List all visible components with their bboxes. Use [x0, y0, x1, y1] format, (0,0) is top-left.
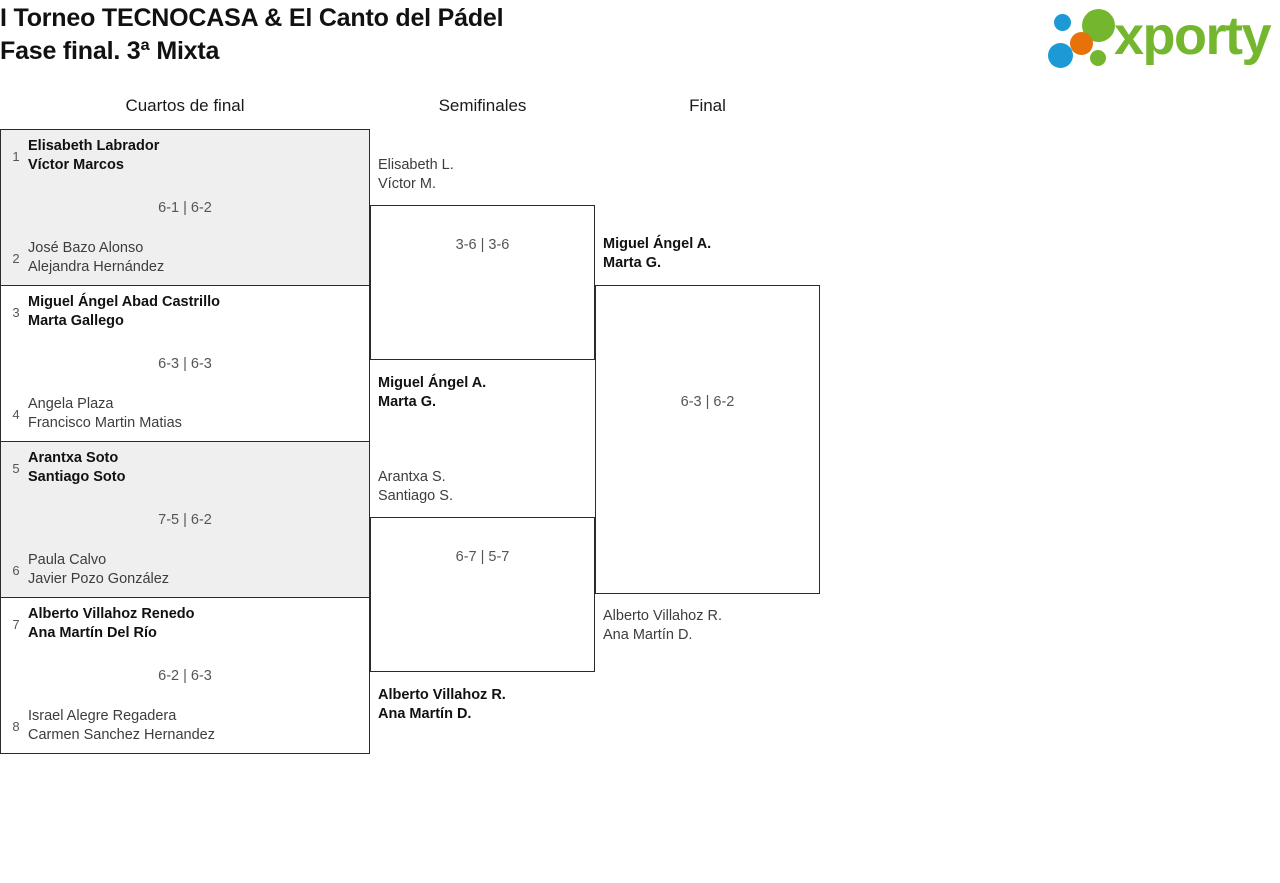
- match-quarterfinal-2[interactable]: 3 Miguel Ángel Abad Castrillo Marta Gall…: [0, 285, 370, 442]
- match-team-top[interactable]: 3 Miguel Ángel Abad Castrillo Marta Gall…: [1, 293, 369, 330]
- team-seed: 2: [12, 251, 20, 266]
- match-score: 3-6 | 3-6: [455, 237, 510, 253]
- team-player-2: Víctor Marcos: [28, 156, 124, 173]
- match-team-bottom[interactable]: Alberto Villahoz R. Ana Martín D.: [371, 686, 594, 723]
- match-quarterfinal-4[interactable]: 7 Alberto Villahoz Renedo Ana Martín Del…: [0, 597, 370, 754]
- match-team-top[interactable]: 1 Elisabeth Labrador Víctor Marcos: [1, 137, 369, 174]
- team-player-2: Alejandra Hernández: [28, 258, 165, 275]
- team-player-1: Elisabeth L.: [378, 157, 454, 173]
- tournament-title-line-1: I Torneo TECNOCASA & El Canto del Pádel: [0, 4, 504, 32]
- match-team-bottom[interactable]: Miguel Ángel A. Marta G.: [371, 374, 594, 411]
- team-seed: 8: [12, 719, 20, 734]
- team-player-2: Santiago S.: [378, 487, 453, 504]
- team-player-2: Ana Martín Del Río: [28, 624, 157, 641]
- logo-dot-blue-large: [1048, 43, 1073, 68]
- match-team-bottom[interactable]: 6 Paula Calvo Javier Pozo González: [1, 551, 369, 588]
- logo-dot-blue-small: [1054, 14, 1071, 31]
- team-player-2: Ana Martín D.: [378, 705, 472, 722]
- team-player-1: José Bazo Alonso: [28, 240, 144, 256]
- team-player-1: Paula Calvo: [28, 552, 107, 568]
- round-header-final: Final: [689, 96, 726, 115]
- logo-dots-icon: [1048, 8, 1126, 68]
- logo-wordmark: xporty: [1114, 6, 1272, 66]
- tournament-title: I Torneo TECNOCASA & El Canto del Pádel …: [0, 2, 900, 68]
- logo-dot-green-small: [1090, 50, 1106, 66]
- match-final[interactable]: Miguel Ángel A. Marta G. 6-3 | 6-2 Alber…: [595, 236, 820, 643]
- team-player-1: Israel Alegre Regadera: [28, 708, 177, 724]
- match-team-top[interactable]: Elisabeth L. Víctor M.: [371, 156, 594, 193]
- team-player-2: Marta G.: [603, 254, 662, 271]
- team-seed: 1: [12, 149, 20, 164]
- match-team-top[interactable]: Miguel Ángel A. Marta G.: [596, 235, 819, 272]
- match-score: 6-3 | 6-2: [680, 394, 735, 410]
- team-seed: 6: [12, 563, 20, 578]
- match-semifinal-1[interactable]: Elisabeth L. Víctor M. 3-6 | 3-6 Miguel …: [370, 157, 595, 410]
- team-player-1: Alberto Villahoz R.: [603, 608, 723, 624]
- team-player-1: Angela Plaza: [28, 396, 114, 412]
- match-score: 6-2 | 6-3: [158, 668, 212, 684]
- match-team-bottom[interactable]: 8 Israel Alegre Regadera Carmen Sanchez …: [1, 707, 369, 744]
- team-seed: 3: [12, 305, 20, 320]
- match-score: 7-5 | 6-2: [158, 512, 212, 528]
- match-team-bottom[interactable]: 4 Angela Plaza Francisco Martin Matias: [1, 395, 369, 432]
- match-team-bottom[interactable]: 2 José Bazo Alonso Alejandra Hernández: [1, 239, 369, 276]
- match-team-top[interactable]: 5 Arantxa Soto Santiago Soto: [1, 449, 369, 486]
- match-team-top[interactable]: Arantxa S. Santiago S.: [371, 468, 594, 505]
- team-player-1: Miguel Ángel Abad Castrillo: [28, 294, 221, 310]
- round-header-semifinals: Semifinales: [438, 96, 527, 115]
- team-player-2: Marta Gallego: [28, 312, 124, 329]
- round-header-quarterfinals: Cuartos de final: [125, 96, 245, 115]
- team-player-1: Arantxa S.: [378, 469, 446, 485]
- team-player-1: Arantxa Soto: [28, 450, 119, 466]
- page-header: I Torneo TECNOCASA & El Canto del Pádel …: [0, 0, 1280, 90]
- match-score: 6-1 | 6-2: [158, 200, 212, 216]
- team-seed: 7: [12, 617, 20, 632]
- match-score: 6-7 | 5-7: [455, 549, 510, 565]
- xporty-logo[interactable]: xporty: [1048, 6, 1276, 68]
- team-player-2: Santiago Soto: [28, 468, 126, 485]
- tournament-title-line-2: Fase final. 3ª Mixta: [0, 37, 220, 65]
- team-player-1: Elisabeth Labrador: [28, 138, 160, 154]
- match-quarterfinal-3[interactable]: 5 Arantxa Soto Santiago Soto 7-5 | 6-2 6…: [0, 441, 370, 598]
- team-player-2: Víctor M.: [378, 175, 437, 192]
- team-player-2: Francisco Martin Matias: [28, 414, 182, 431]
- team-seed: 4: [12, 407, 20, 422]
- team-player-1: Miguel Ángel A.: [603, 236, 712, 252]
- team-seed: 5: [12, 461, 20, 476]
- match-quarterfinal-1[interactable]: 1 Elisabeth Labrador Víctor Marcos 6-1 |…: [0, 129, 370, 286]
- match-semifinal-2[interactable]: Arantxa S. Santiago S. 6-7 | 5-7 Alberto…: [370, 469, 595, 722]
- team-player-2: Javier Pozo González: [28, 570, 170, 587]
- team-player-2: Carmen Sanchez Hernandez: [28, 726, 215, 743]
- match-score: 6-3 | 6-3: [158, 356, 212, 372]
- team-player-1: Alberto Villahoz R.: [378, 687, 506, 703]
- team-player-1: Miguel Ángel A.: [378, 375, 487, 391]
- logo-dot-orange: [1070, 32, 1093, 55]
- team-player-1: Alberto Villahoz Renedo: [28, 606, 195, 622]
- team-player-2: Marta G.: [378, 393, 437, 410]
- match-team-top[interactable]: 7 Alberto Villahoz Renedo Ana Martín Del…: [1, 605, 369, 642]
- match-team-bottom[interactable]: Alberto Villahoz R. Ana Martín D.: [596, 607, 819, 644]
- team-player-2: Ana Martín D.: [603, 626, 693, 643]
